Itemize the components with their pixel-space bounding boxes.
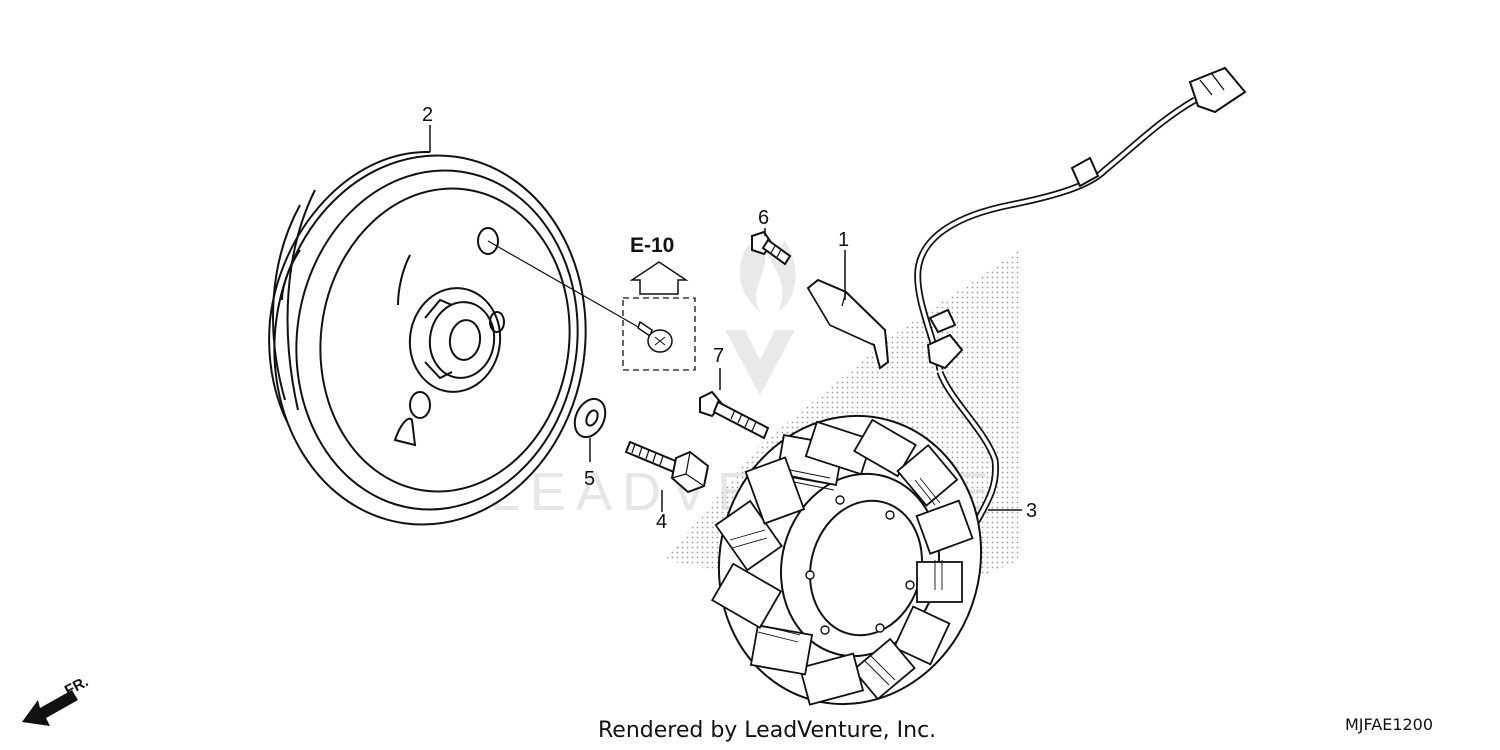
callout-5[interactable]: 5 <box>584 468 595 490</box>
front-direction-marker: FR. <box>22 673 91 726</box>
reference-label[interactable]: E-10 <box>630 234 674 257</box>
front-arrow-icon <box>22 690 78 726</box>
washer[interactable] <box>569 394 611 442</box>
flange-bolt-large[interactable] <box>624 440 710 494</box>
diagram-code: MJFAE1200 <box>1345 715 1434 734</box>
bolt-7[interactable] <box>699 390 770 440</box>
small-bolt <box>637 320 673 353</box>
callout-2[interactable]: 2 <box>422 104 433 126</box>
reference-box <box>622 297 696 371</box>
callout-4[interactable]: 4 <box>656 511 667 533</box>
up-arrow-icon <box>629 261 689 295</box>
callout-7[interactable]: 7 <box>713 345 724 367</box>
callout-3[interactable]: 3 <box>1026 500 1037 522</box>
render-credit: Rendered by LeadVenture, Inc. <box>598 718 937 743</box>
reference-e10[interactable]: E-10 <box>622 234 696 371</box>
stator-assembly[interactable] <box>687 66 1247 734</box>
flywheel-rotor[interactable] <box>251 135 641 545</box>
callout-6[interactable]: 6 <box>758 207 769 229</box>
callout-1[interactable]: 1 <box>838 229 849 251</box>
wire-clamp[interactable] <box>806 278 890 370</box>
screw-6[interactable] <box>751 230 792 266</box>
